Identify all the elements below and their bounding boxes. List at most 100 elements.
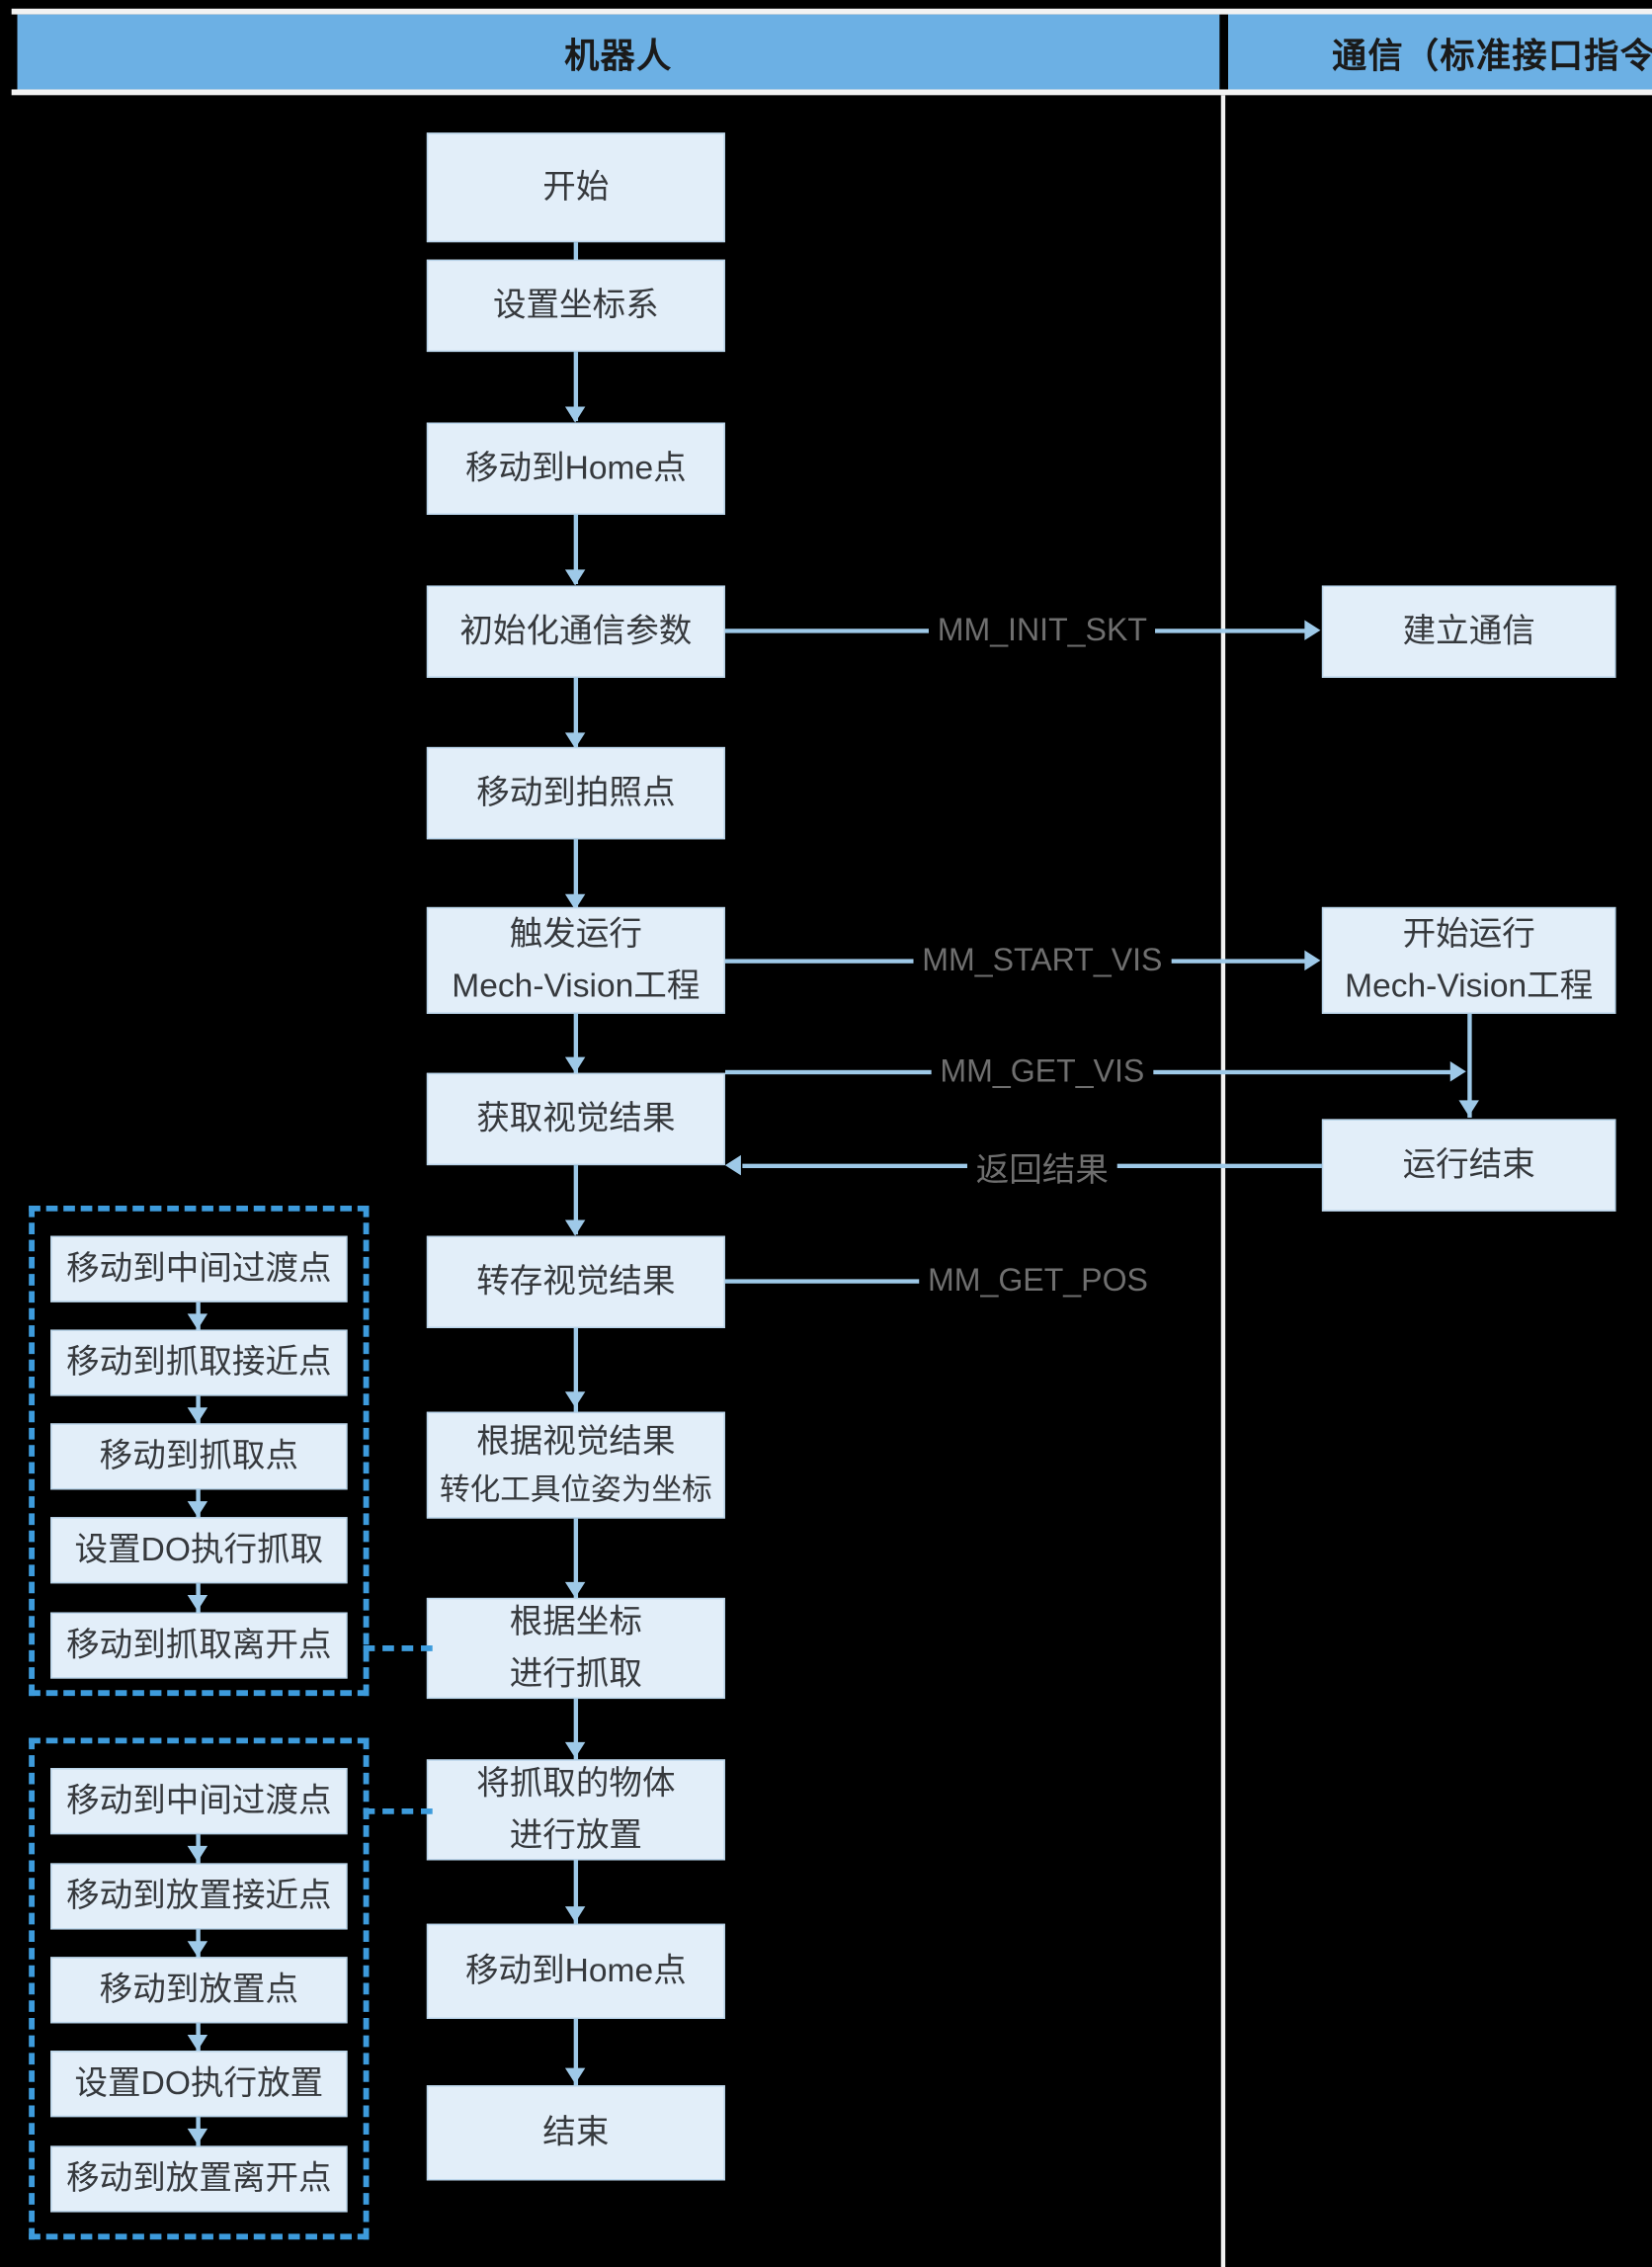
node-start[interactable]: 开始 bbox=[426, 132, 725, 243]
node-place-depart[interactable]: 移动到放置离开点 bbox=[50, 2145, 348, 2213]
node-end[interactable]: 结束 bbox=[426, 2085, 725, 2181]
node-pick-transit-label: 移动到中间过渡点 bbox=[66, 1248, 332, 1287]
conn-home2-end bbox=[573, 2019, 579, 2086]
node-convert-pose-line1: 根据视觉结果 bbox=[476, 1421, 676, 1460]
node-get-vision-result[interactable]: 获取视觉结果 bbox=[426, 1072, 725, 1166]
comm-label-start-vis: MM_START_VIS bbox=[913, 941, 1172, 979]
node-start-vision-project-line2: Mech-Vision工程 bbox=[1345, 966, 1594, 1004]
node-init-comm-line1: 初始化通信参数 bbox=[459, 611, 693, 649]
comm-arrow-start-vis bbox=[1304, 950, 1321, 971]
conn-pick-2-3-arrow bbox=[187, 1407, 208, 1424]
node-place-transit[interactable]: 移动到中间过渡点 bbox=[50, 1768, 348, 1835]
header-bottom-rule bbox=[11, 89, 1652, 96]
conn-photo-trigger-arrow bbox=[564, 893, 586, 910]
node-pick-point-label: 移动到抓取点 bbox=[99, 1436, 299, 1474]
lane-divider-robot-comm bbox=[1220, 95, 1226, 2267]
conn-startproj-runfinished-arrow bbox=[1458, 1100, 1479, 1117]
conn-initcomm-photo-arrow bbox=[564, 732, 586, 749]
node-place-object[interactable]: 将抓取的物体 进行放置 bbox=[426, 1759, 725, 1861]
conn-startproj-runfinished bbox=[1467, 1013, 1472, 1118]
node-move-home-2-line1: 移动到Home点 bbox=[464, 1951, 687, 1989]
conn-home1-initcomm bbox=[573, 514, 579, 585]
node-move-home-2[interactable]: 移动到Home点 bbox=[426, 1923, 725, 2020]
node-start-vision-project[interactable]: 开始运行 Mech-Vision工程 bbox=[1321, 906, 1616, 1014]
group-pick-connector bbox=[363, 1645, 433, 1651]
node-set-frame-line1: 设置坐标系 bbox=[492, 286, 659, 324]
comm-arrow-init-skt bbox=[1304, 620, 1321, 640]
node-pick-do[interactable]: 设置DO执行抓取 bbox=[50, 1517, 348, 1584]
conn-home1-initcomm-arrow bbox=[564, 569, 586, 586]
node-pick-depart[interactable]: 移动到抓取离开点 bbox=[50, 1612, 348, 1679]
node-pick-transit[interactable]: 移动到中间过渡点 bbox=[50, 1235, 348, 1302]
node-place-point[interactable]: 移动到放置点 bbox=[50, 1957, 348, 2024]
conn-place-home2-arrow bbox=[564, 1906, 586, 1923]
node-pick-approach-label: 移动到抓取接近点 bbox=[66, 1342, 332, 1381]
node-convert-pose[interactable]: 根据视觉结果 转化工具位姿为坐标 bbox=[426, 1411, 725, 1519]
conn-place-1-2-arrow bbox=[187, 1845, 208, 1862]
node-run-finished[interactable]: 运行结束 bbox=[1321, 1119, 1616, 1212]
conn-place-4-5-arrow bbox=[187, 2128, 208, 2144]
conn-convert-pick-arrow bbox=[564, 1581, 586, 1598]
node-place-transit-label: 移动到中间过渡点 bbox=[66, 1781, 332, 1819]
conn-getvis-savevis bbox=[573, 1165, 579, 1235]
conn-place-2-3-arrow bbox=[187, 1941, 208, 1958]
comm-line-get-pos bbox=[724, 1279, 942, 1284]
comm-label-get-pos: MM_GET_POS bbox=[919, 1261, 1157, 1300]
node-save-vision-result[interactable]: 转存视觉结果 bbox=[426, 1235, 725, 1329]
conn-pick-3-4-arrow bbox=[187, 1501, 208, 1518]
conn-setframe-home1 bbox=[573, 352, 579, 422]
node-pick-by-coord-line1: 根据坐标 bbox=[509, 1602, 642, 1640]
node-move-photo[interactable]: 移动到拍照点 bbox=[426, 746, 725, 840]
node-move-home-1[interactable]: 移动到Home点 bbox=[426, 422, 725, 515]
conn-initcomm-photo bbox=[573, 677, 579, 747]
conn-setframe-home1-arrow bbox=[564, 406, 586, 423]
comm-arrow-return-result bbox=[724, 1154, 741, 1176]
node-move-photo-line1: 移动到拍照点 bbox=[476, 773, 676, 811]
node-place-object-line1: 将抓取的物体 bbox=[476, 1764, 676, 1803]
node-move-home-1-line1: 移动到Home点 bbox=[464, 449, 687, 487]
node-place-do-label: 设置DO执行放置 bbox=[74, 2063, 324, 2102]
node-place-point-label: 移动到放置点 bbox=[99, 1970, 299, 2008]
conn-trigger-getvis bbox=[573, 1013, 579, 1075]
node-save-vision-result-line1: 转存视觉结果 bbox=[476, 1262, 676, 1301]
node-start-vision-project-line1: 开始运行 bbox=[1402, 914, 1535, 953]
group-place-subroutine bbox=[29, 1737, 370, 2240]
node-pick-by-coord-line2: 进行抓取 bbox=[509, 1653, 642, 1692]
conn-place-home2 bbox=[573, 1860, 579, 1924]
conn-convert-pick bbox=[573, 1518, 579, 1600]
node-get-vision-result-line1: 获取视觉结果 bbox=[476, 1099, 676, 1137]
node-place-object-line2: 进行放置 bbox=[509, 1815, 642, 1854]
conn-pick-1-2-arrow bbox=[187, 1313, 208, 1330]
comm-label-return-result: 返回结果 bbox=[966, 1141, 1117, 1192]
conn-pick-place bbox=[573, 1699, 579, 1760]
node-start-line1: 开始 bbox=[542, 167, 610, 206]
lane-header-comm: 通信（标准接口指令） bbox=[1228, 14, 1652, 90]
lane-header-robot: 机器人 bbox=[17, 14, 1220, 90]
node-establish-comm[interactable]: 建立通信 bbox=[1321, 585, 1616, 678]
lane-header-comm-label: 通信（标准接口指令） bbox=[1332, 37, 1652, 76]
node-set-frame[interactable]: 设置坐标系 bbox=[426, 259, 725, 353]
node-trigger-vision-line2: Mech-Vision工程 bbox=[452, 966, 701, 1004]
comm-label-get-vis: MM_GET_VIS bbox=[931, 1052, 1154, 1091]
conn-savevis-convert bbox=[573, 1328, 579, 1412]
conn-savevis-convert-arrow bbox=[564, 1391, 586, 1408]
node-place-approach-label: 移动到放置接近点 bbox=[66, 1876, 332, 1914]
node-end-line1: 结束 bbox=[542, 2113, 610, 2151]
node-pick-approach[interactable]: 移动到抓取接近点 bbox=[50, 1329, 348, 1396]
node-pick-point[interactable]: 移动到抓取点 bbox=[50, 1423, 348, 1490]
node-pick-by-coord[interactable]: 根据坐标 进行抓取 bbox=[426, 1597, 725, 1700]
conn-photo-trigger bbox=[573, 839, 579, 909]
node-run-finished-line1: 运行结束 bbox=[1402, 1144, 1535, 1183]
node-trigger-vision[interactable]: 触发运行 Mech-Vision工程 bbox=[426, 906, 725, 1014]
node-init-comm[interactable]: 初始化通信参数 bbox=[426, 585, 725, 678]
node-pick-do-label: 设置DO执行抓取 bbox=[74, 1530, 324, 1568]
conn-place-3-4-arrow bbox=[187, 2035, 208, 2052]
node-establish-comm-line1: 建立通信 bbox=[1402, 611, 1535, 649]
node-place-depart-label: 移动到放置离开点 bbox=[66, 2158, 332, 2197]
lane-header-robot-label: 机器人 bbox=[564, 37, 673, 76]
node-place-approach[interactable]: 移动到放置接近点 bbox=[50, 1863, 348, 1930]
group-place-connector bbox=[363, 1807, 433, 1814]
conn-pick-4-5-arrow bbox=[187, 1594, 208, 1612]
node-place-do[interactable]: 设置DO执行放置 bbox=[50, 2051, 348, 2118]
